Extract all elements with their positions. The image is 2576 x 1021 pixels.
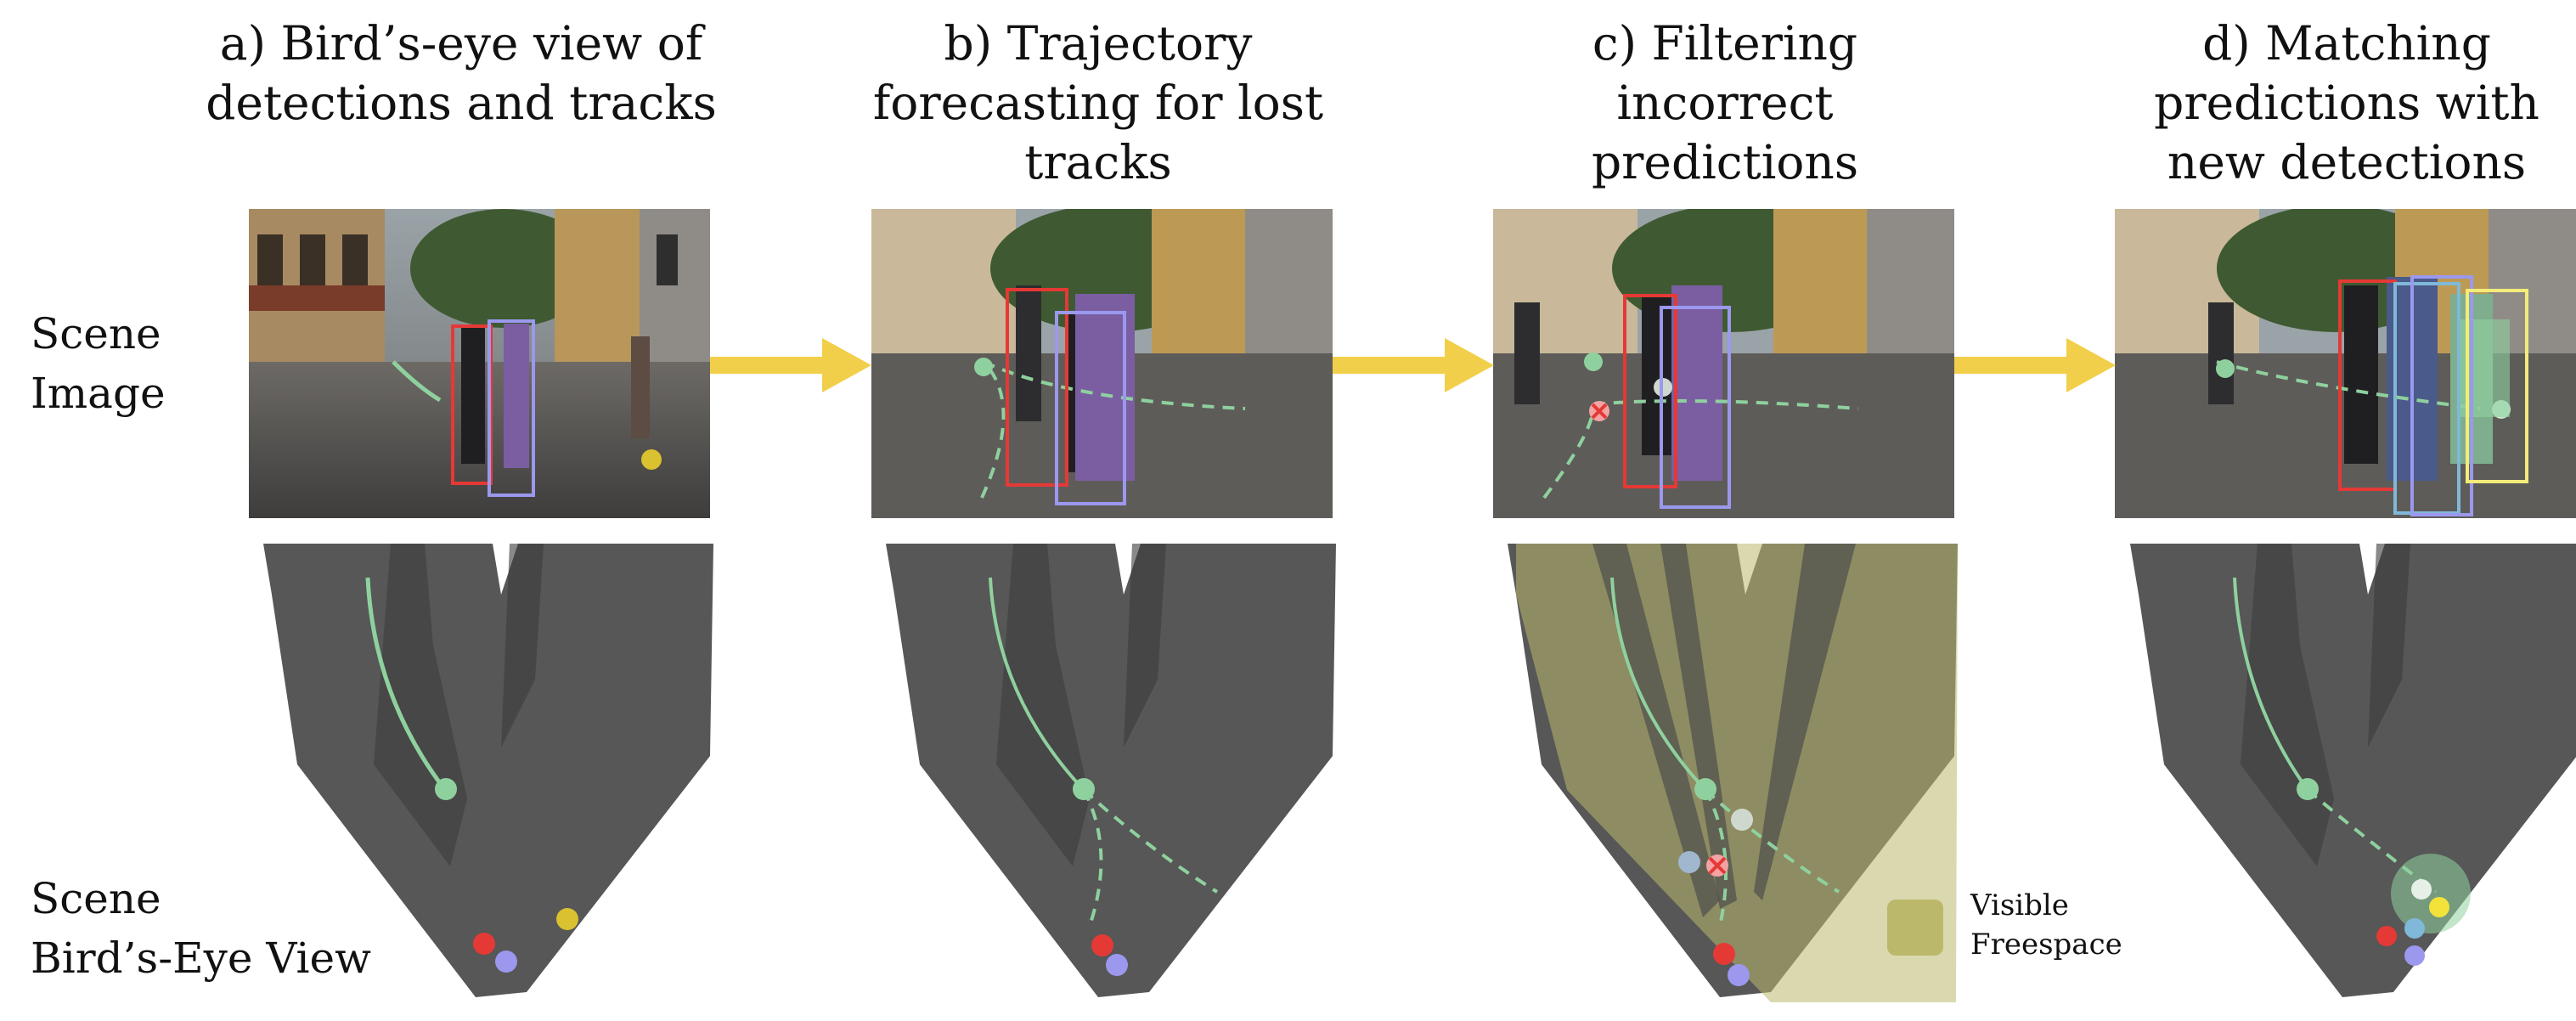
panel-title-b-line-3: tracks xyxy=(1024,135,1172,189)
bev-d xyxy=(2130,544,2576,997)
scene-image-c xyxy=(1493,209,1954,518)
arrow-a-to-b xyxy=(710,338,871,392)
panel-title-c: c) Filtering incorrect predictions xyxy=(1462,14,1988,192)
panel-title-a-line-1: a) Bird’s-eye view of xyxy=(219,16,703,71)
row-label-bev: Scene Bird’s-Eye View xyxy=(31,869,371,988)
bev-b xyxy=(886,544,1336,997)
legend-freespace-swatch xyxy=(1887,900,1943,956)
panel-title-a-line-2: detections and tracks xyxy=(206,76,717,130)
panel-title-d: d) Matching predictions with new detecti… xyxy=(2083,14,2576,192)
legend-line-1: Visible xyxy=(1970,888,2069,922)
scene-image-a xyxy=(249,209,710,518)
scene-image-d xyxy=(2115,209,2576,518)
legend-line-2: Freespace xyxy=(1970,928,2122,962)
panel-title-c-line-2: incorrect xyxy=(1616,76,1834,130)
bev-c xyxy=(1508,544,1958,1002)
panel-title-b-line-2: forecasting for lost xyxy=(872,76,1324,130)
panel-title-c-line-1: c) Filtering xyxy=(1592,16,1858,71)
panel-title-b: b) Trajectory forecasting for lost track… xyxy=(835,14,1361,192)
panel-title-d-line-1: d) Matching xyxy=(2202,16,2491,71)
row-label-bev-line-2: Bird’s-Eye View xyxy=(31,934,371,983)
panel-title-c-line-3: predictions xyxy=(1591,135,1859,189)
panel-title-d-line-2: predictions with xyxy=(2154,76,2539,130)
arrow-c-to-d xyxy=(1954,338,2116,392)
arrow-b-to-c xyxy=(1333,338,1494,392)
row-label-scene-image: Scene Image xyxy=(31,304,166,423)
panel-title-d-line-3: new detections xyxy=(2167,135,2527,189)
row-label-bev-line-1: Scene xyxy=(31,874,161,923)
row-label-scene-image-line-1: Scene xyxy=(31,309,161,358)
panel-title-a: a) Bird’s-eye view of detections and tra… xyxy=(198,14,724,133)
legend-freespace-label: Visible Freespace xyxy=(1970,886,2122,964)
row-label-scene-image-line-2: Image xyxy=(31,369,166,418)
scene-image-b xyxy=(871,209,1333,518)
bev-a xyxy=(263,544,713,997)
panel-title-b-line-1: b) Trajectory xyxy=(944,16,1253,71)
